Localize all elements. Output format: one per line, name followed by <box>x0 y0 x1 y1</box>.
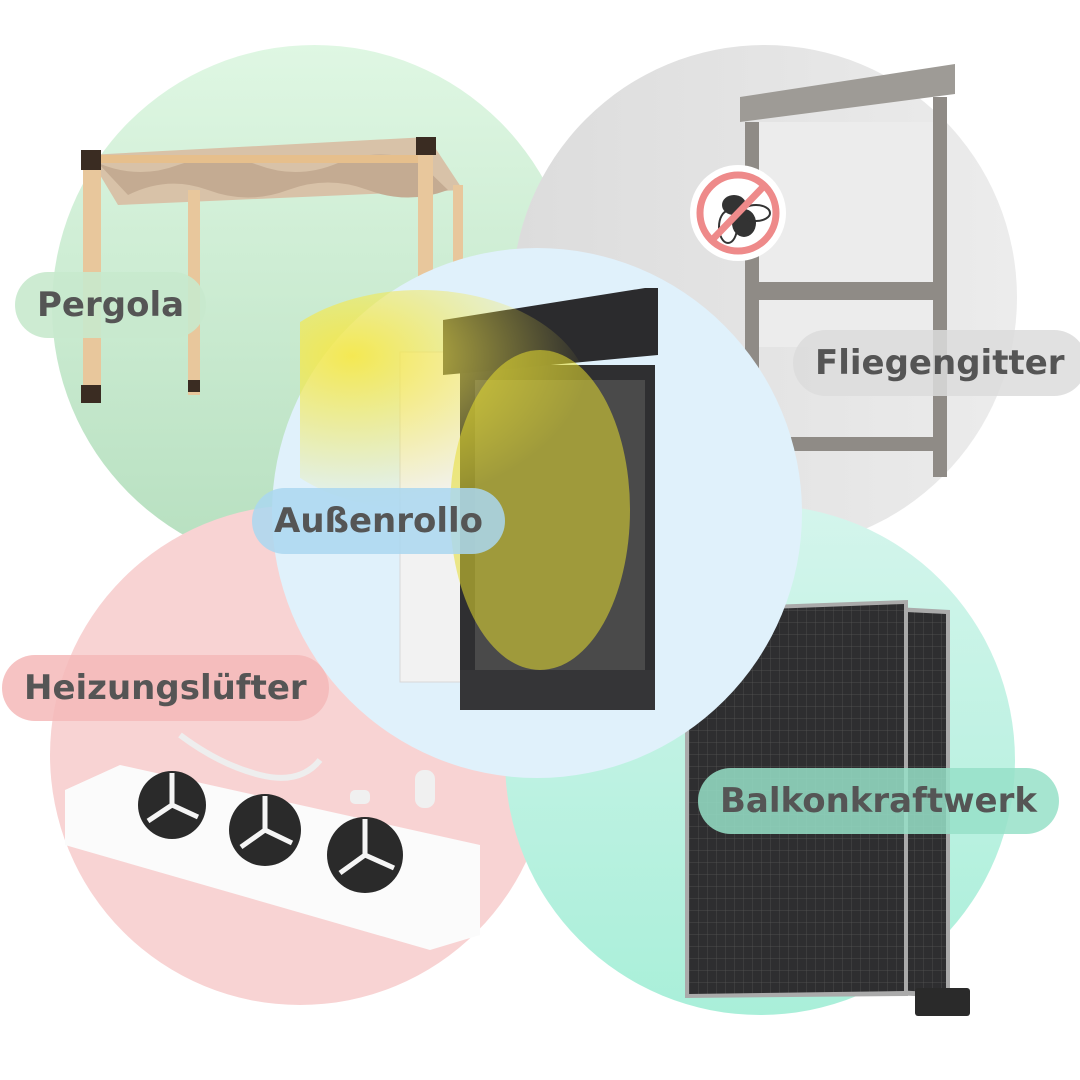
no-fly-icon <box>696 171 780 255</box>
label-balkonkraftwerk[interactable]: Balkonkraftwerk <box>698 768 1059 834</box>
label-aussenrollo[interactable]: Außenrollo <box>252 488 506 554</box>
label-pergola[interactable]: Pergola <box>15 272 207 338</box>
label-heizungsluefter[interactable]: Heizungslüfter <box>2 655 329 721</box>
aussenrollo-image[interactable] <box>300 280 680 730</box>
heizungsluefter-image[interactable] <box>60 725 490 955</box>
pergola-image[interactable] <box>78 135 468 415</box>
label-fliegengitter[interactable]: Fliegengitter <box>793 330 1080 396</box>
no-fly-badge <box>690 165 786 261</box>
